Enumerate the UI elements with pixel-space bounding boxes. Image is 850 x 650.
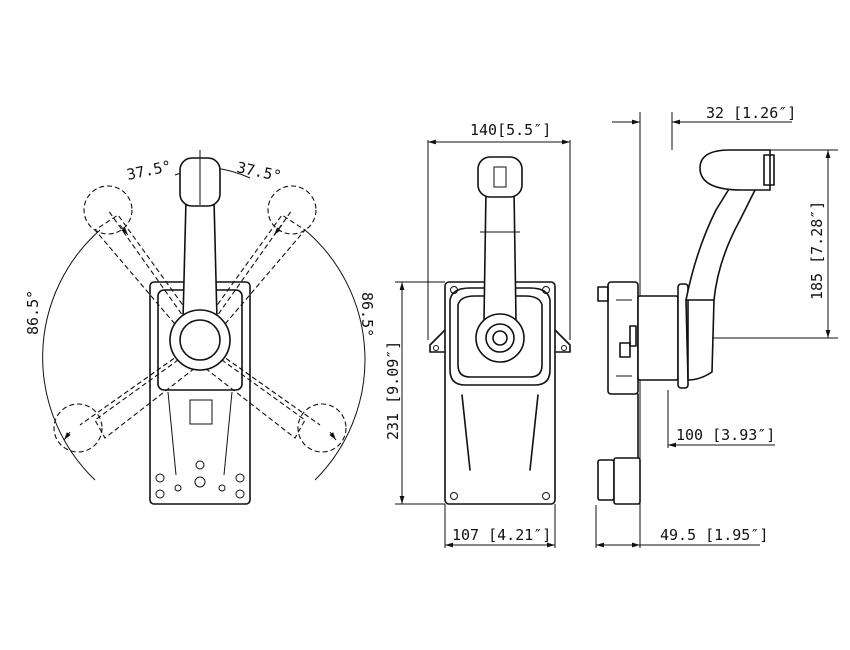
bolt-hole bbox=[155, 489, 165, 499]
angle-label-right: 37.5° bbox=[235, 158, 283, 185]
base-plate-window bbox=[189, 399, 213, 425]
lever-outline-lower-left bbox=[94, 354, 196, 439]
dim-depth-mid: 100 [3.93″] bbox=[676, 426, 775, 444]
front-view-lever-positions: 37.5° 37.5° 86.5° 86.5° bbox=[24, 150, 376, 505]
bolt-hole bbox=[174, 484, 182, 492]
corner-hole bbox=[450, 492, 458, 500]
hub-outer bbox=[169, 309, 231, 371]
corner-hole bbox=[542, 286, 550, 294]
dim-depth-bottom: 49.5 [1.95″] bbox=[660, 526, 768, 544]
bolt-hole bbox=[218, 484, 226, 492]
lever-outline-lower-right bbox=[204, 354, 306, 439]
front-ortho-view: 140[5.5″] 231 [9.09″] 107 [4.21″] bbox=[384, 121, 571, 548]
stud-top bbox=[597, 286, 609, 302]
stud-mid bbox=[619, 342, 631, 358]
housing-outer bbox=[449, 287, 551, 386]
bolt-hole bbox=[235, 489, 245, 499]
grip-button bbox=[493, 166, 507, 188]
lever-outline-upper-right bbox=[204, 214, 306, 331]
slot-left bbox=[167, 391, 177, 476]
ear-hole bbox=[561, 345, 567, 351]
knob-upper-left bbox=[83, 185, 133, 235]
dim-width-bottom: 107 [4.21″] bbox=[452, 526, 551, 544]
dim-offset-top: 32 [1.26″] bbox=[706, 104, 796, 122]
knob-lower-left bbox=[53, 403, 103, 453]
housing-inner bbox=[457, 295, 543, 378]
mount-ear-right bbox=[554, 329, 571, 353]
travel-arc-left bbox=[42, 229, 101, 481]
body-flange bbox=[607, 281, 639, 395]
travel-label-right: 86.5° bbox=[358, 292, 376, 337]
dim-height-left: 231 [9.09″] bbox=[384, 341, 402, 440]
angle-arrow bbox=[329, 431, 337, 441]
hub-inner bbox=[179, 319, 221, 361]
mount-ear-left bbox=[429, 329, 446, 353]
side-lever-base bbox=[685, 299, 715, 381]
travel-label-left: 86.5° bbox=[24, 290, 42, 335]
travel-arc-right bbox=[304, 229, 366, 481]
slot-right bbox=[223, 391, 233, 476]
bolt-hole bbox=[235, 473, 245, 483]
hub-inner bbox=[492, 330, 508, 346]
lever-outline-upper-left bbox=[94, 214, 196, 331]
stud-small bbox=[629, 325, 637, 347]
angle-label-left: 37.5° bbox=[125, 157, 173, 184]
lever-shaft bbox=[483, 189, 517, 321]
angle-arrow bbox=[119, 224, 129, 236]
lower-block-left bbox=[597, 459, 615, 501]
side-view: 32 [1.26″] 185 [7.28″] 100 [3.93″] 49.5 … bbox=[595, 104, 838, 548]
side-lever-grip bbox=[699, 149, 771, 191]
bolt-hole bbox=[155, 473, 165, 483]
dim-height-right: 185 [7.28″] bbox=[808, 201, 826, 300]
ear-hole bbox=[433, 345, 439, 351]
lower-block-right bbox=[613, 457, 641, 505]
knob-upper-right bbox=[267, 185, 317, 235]
slot-right bbox=[529, 394, 539, 471]
knob-lower-right bbox=[297, 403, 347, 453]
slot-left bbox=[461, 394, 471, 471]
hub-middle bbox=[485, 323, 515, 353]
lever-neutral bbox=[182, 199, 218, 321]
bolt-hole bbox=[195, 460, 205, 470]
angle-arrow bbox=[63, 431, 71, 441]
corner-hole bbox=[542, 492, 550, 500]
corner-hole bbox=[450, 286, 458, 294]
body-housing bbox=[637, 295, 679, 381]
dim-width-top: 140[5.5″] bbox=[470, 121, 551, 139]
bolt-hole bbox=[194, 476, 206, 488]
side-grip-cap bbox=[763, 154, 775, 186]
angle-arrow bbox=[273, 224, 283, 236]
lever-grip bbox=[477, 156, 523, 198]
hub-outer bbox=[475, 313, 525, 363]
